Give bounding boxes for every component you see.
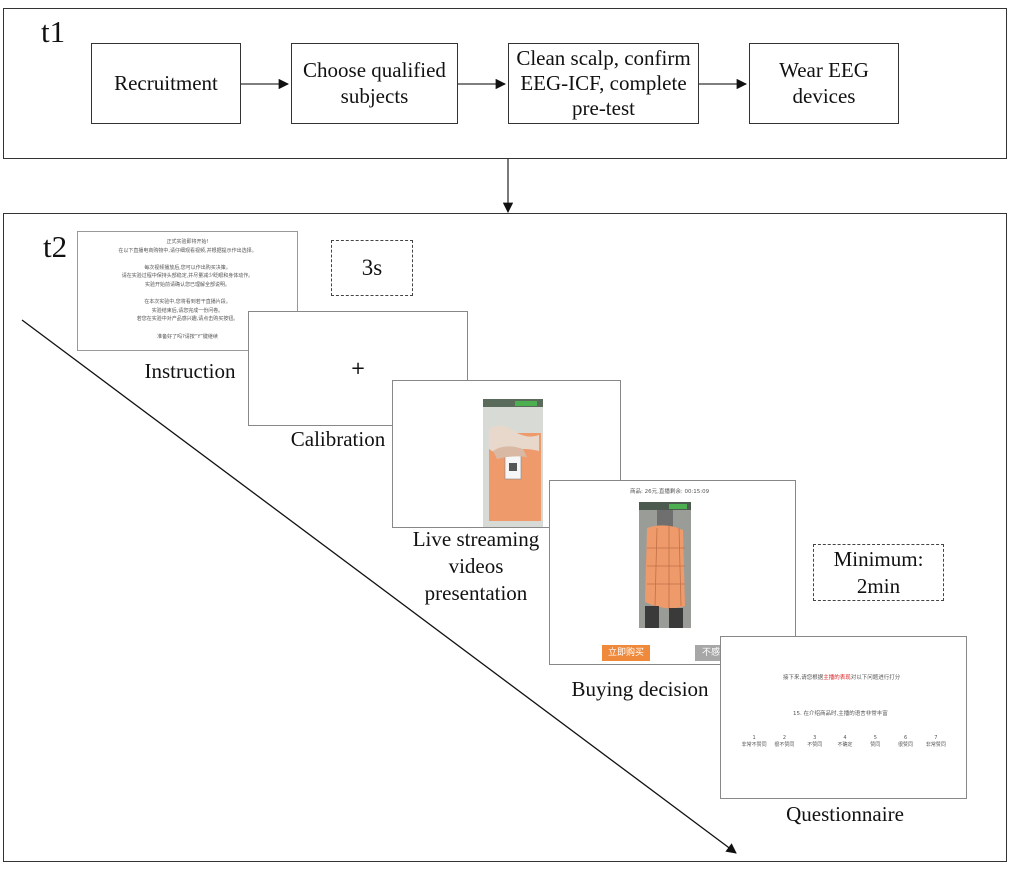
instruction-line: 若您在实验中对产品感兴趣,请点击购买按钮。 (136, 316, 239, 323)
questionnaire-caption: Questionnaire (786, 802, 904, 826)
minimum-duration-text: Minimum: 2min (833, 547, 924, 598)
rating-label: 很赞同 (898, 742, 914, 748)
questionnaire-question: 15. 在介绍商品时,主播的语言非常丰富 (793, 711, 888, 717)
instruction-line: 正式实验即将开始! (166, 239, 209, 245)
questionnaire-screen: 接下来,请您根据主播的表现对以下问题进行打分 15. 在介绍商品时,主播的语言非… (720, 636, 967, 799)
rating-number: 4 (843, 735, 847, 741)
t1-label: t1 (41, 14, 66, 49)
fixation-cross: + (350, 358, 366, 379)
towel-product (645, 525, 685, 609)
instruction-line: 请在实验过程中保持头部稳定,并尽量减少眨眼和身体动作。 (121, 273, 254, 280)
decision-caption: Buying decision (571, 677, 709, 701)
instruction-line: 准备好了吗?请按“Y”键继续 (157, 333, 218, 340)
prompt-highlight: 主播的表现 (823, 675, 851, 681)
rating-label: 非常赞同 (925, 742, 946, 748)
rating-number: 3 (813, 735, 817, 741)
livestream-video-frame (483, 399, 543, 527)
rating-label: 很不赞同 (774, 742, 795, 748)
t1-panel (3, 8, 1007, 159)
step-choose-subjects: Choose qualified subjects (291, 43, 458, 124)
step-wear-eeg: Wear EEG devices (749, 43, 899, 124)
rating-number: 6 (903, 735, 908, 741)
calibration-caption: Calibration (290, 427, 386, 451)
instruction-caption: Instruction (144, 359, 236, 383)
step-recruitment: Recruitment (91, 43, 241, 124)
questionnaire-prompt: 接下来,请您根据主播的表现对以下问题进行打分 (783, 675, 901, 681)
rating-number: 2 (782, 735, 787, 741)
not-interested-label: 不感兴趣 (702, 648, 738, 658)
instruction-line: 实验结束后,请您完成一份问卷。 (151, 307, 224, 314)
decision-screen: 商品: 26元,直播剩余: 00:15:09 立即购买 不感兴趣 (549, 480, 796, 665)
instruction-line: 在本次实验中,您将看到若干直播片段。 (144, 299, 231, 306)
rating-label: 非常不赞同 (741, 742, 767, 748)
decision-header: 商品: 26元,直播剩余: 00:15:09 (630, 489, 710, 495)
instruction-line: 在以下直播电商购物中,请仔细观看视频,并根据提示作出选择。 (118, 247, 257, 254)
time-axis-arrow (21, 319, 737, 854)
buy-now-label: 立即购买 (607, 648, 644, 658)
rating-label: 不确定 (837, 742, 853, 748)
decision-video-frame (639, 502, 691, 628)
instruction-screen: 正式实验即将开始! 在以下直播电商购物中,请仔细观看视频,并根据提示作出选择。每次… (77, 231, 298, 351)
instruction-line: 实验开始前请确认您已理解全部说明。 (144, 281, 230, 288)
video-caption: Live streaming videos presentation (412, 527, 540, 605)
instruction-line: 每次视频播放后,您可以作出购买决策。 (144, 264, 231, 271)
t2-label: t2 (43, 229, 68, 264)
minimum-duration-box: Minimum: 2min (813, 544, 944, 601)
instruction-text: 正式实验即将开始! 在以下直播电商购物中,请仔细观看视频,并根据提示作出选择。每次… (78, 238, 297, 341)
duration-3s-box: 3s (331, 240, 413, 296)
step-clean-scalp: Clean scalp, confirm EEG-ICF, complete p… (508, 43, 699, 124)
buy-now-button[interactable]: 立即购买 (602, 645, 650, 661)
rating-label: 不赞同 (807, 742, 823, 748)
rating-number: 7 (934, 735, 938, 741)
instruction-line (78, 290, 297, 299)
rating-number: 5 (873, 735, 877, 741)
rating-number: 1 (752, 735, 756, 741)
instruction-line (78, 255, 297, 264)
t2-panel (3, 213, 1007, 862)
rating-label: 赞同 (870, 742, 881, 748)
